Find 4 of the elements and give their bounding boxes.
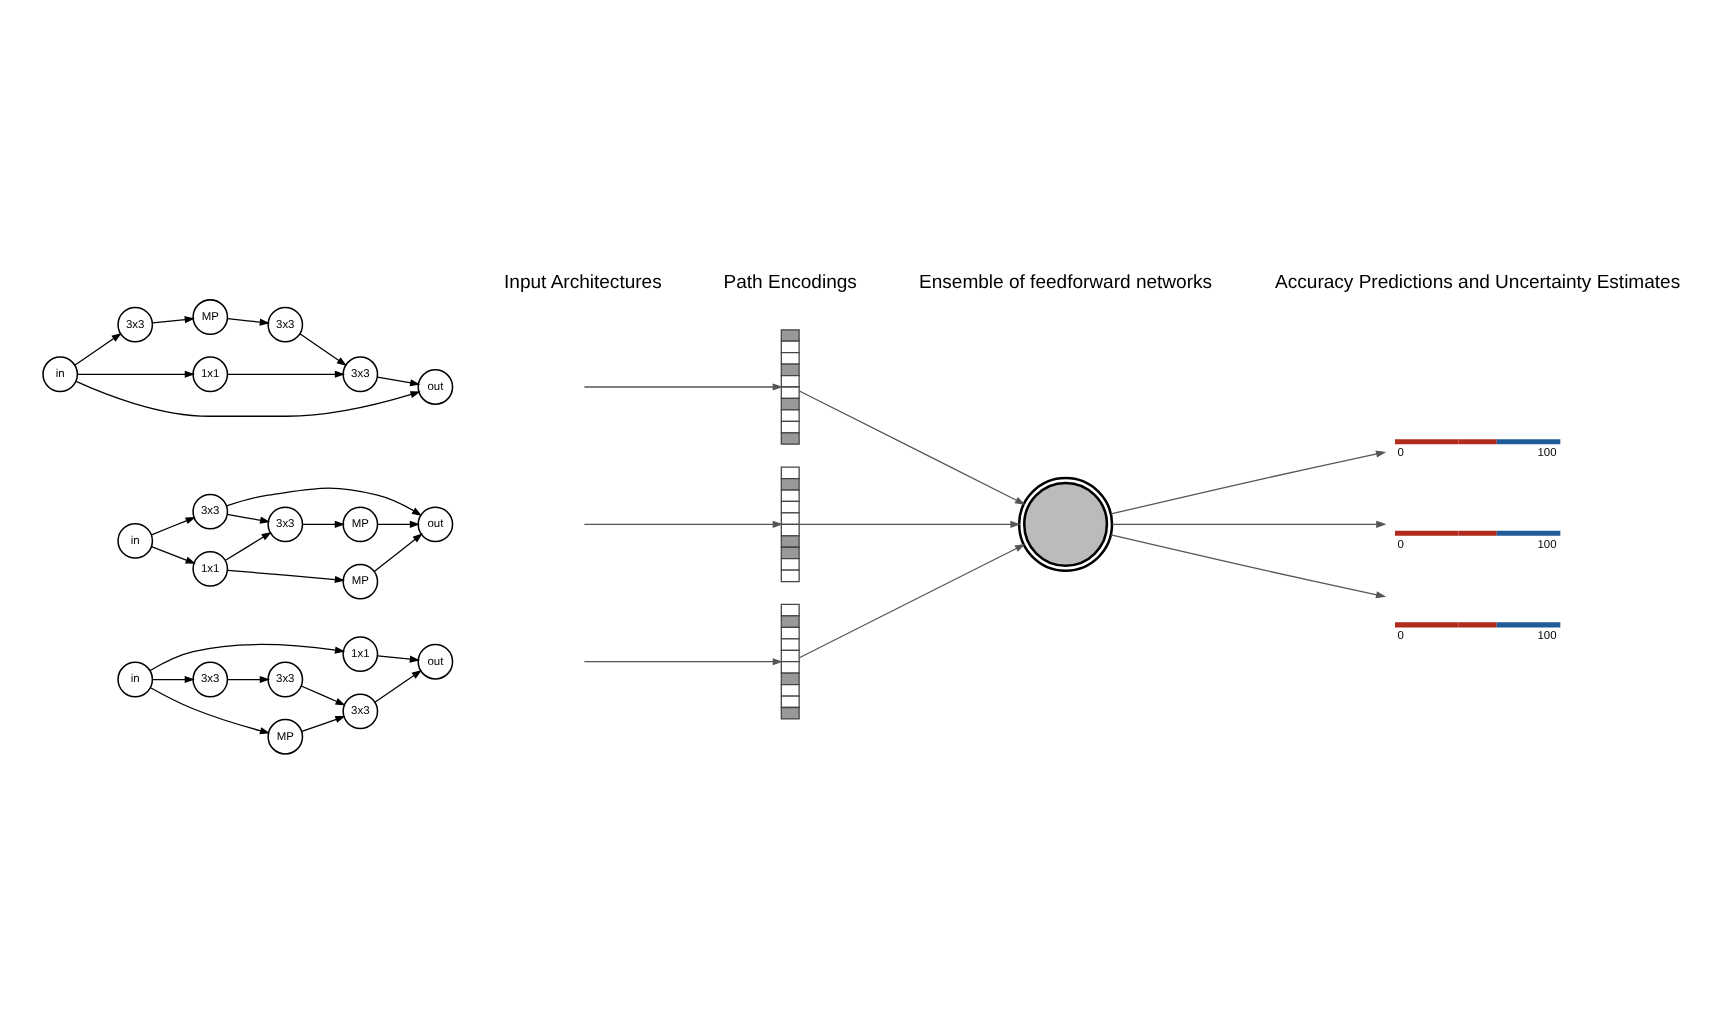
label: Input Architectures (504, 272, 662, 295)
label: Accuracy Predictions and Uncertainty Estimates (1275, 272, 1681, 295)
label: Path Encodings (723, 272, 857, 295)
label: Ensemble of feedforward networks (919, 272, 1213, 295)
